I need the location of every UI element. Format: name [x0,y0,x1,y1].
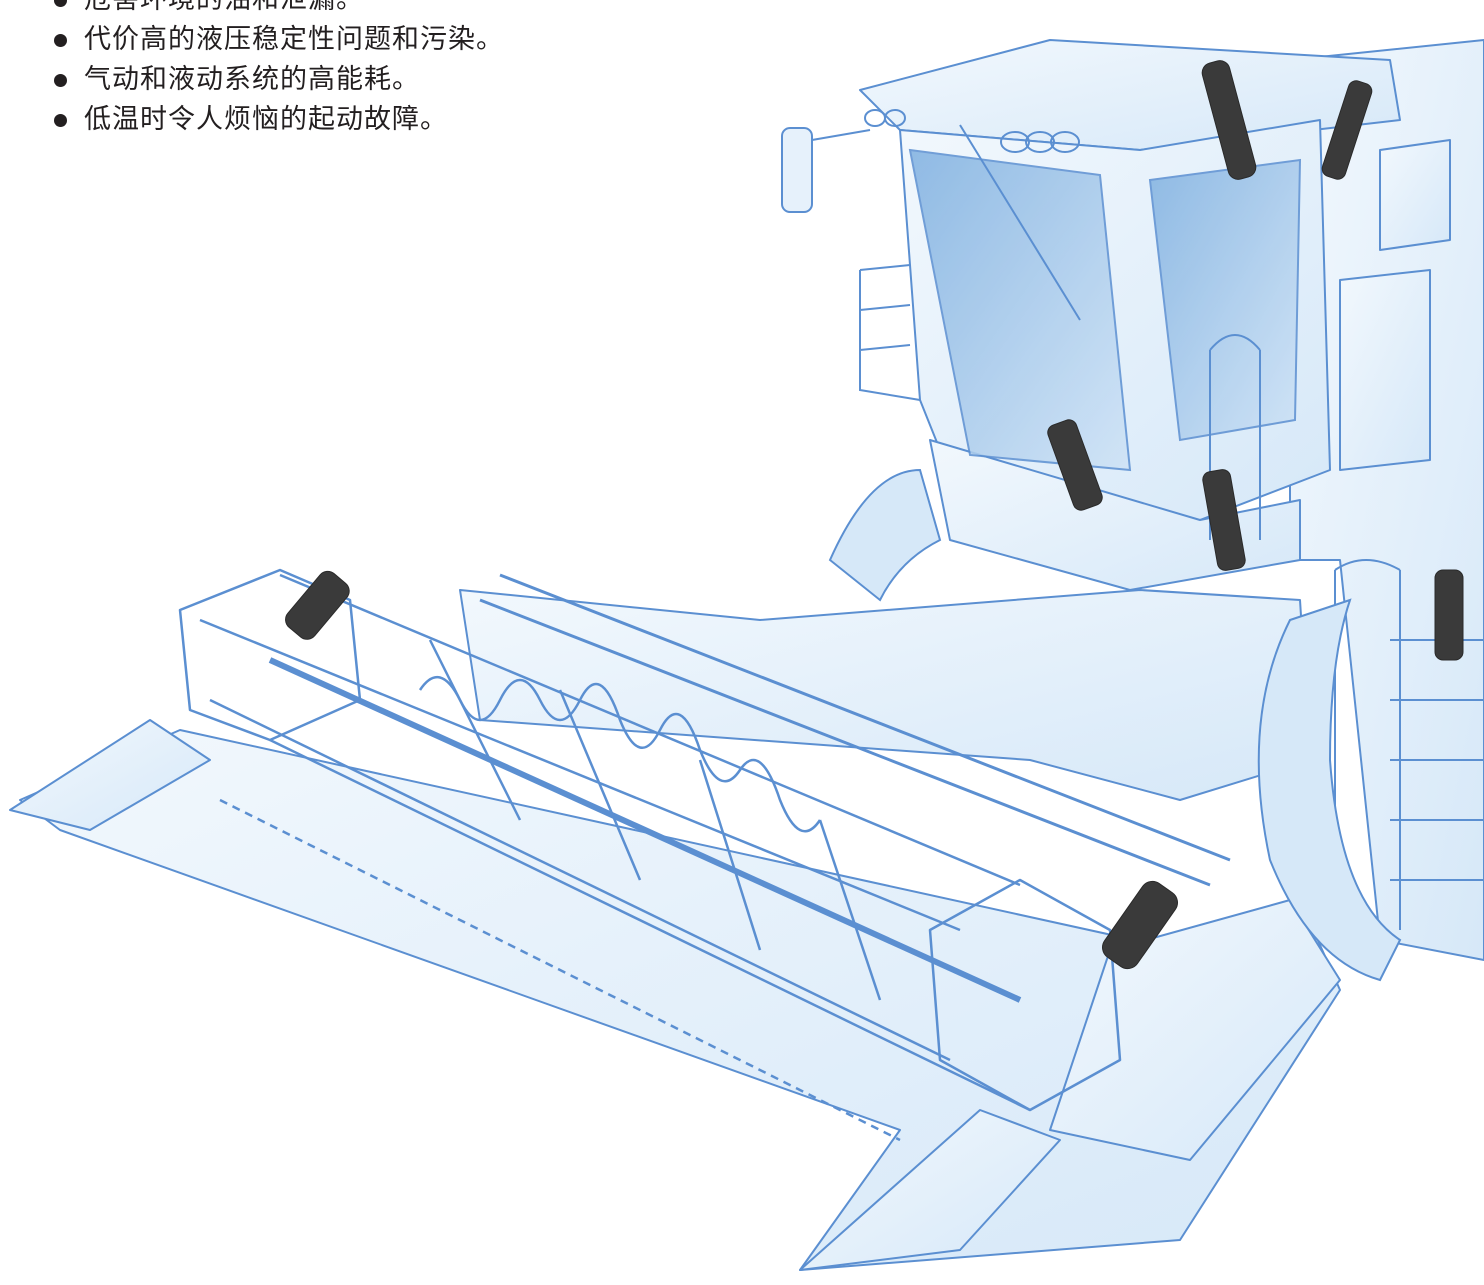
bullet-item: 气动和液动系统的高能耗。 [46,60,504,100]
actuator [285,570,350,640]
left-tire [828,468,942,602]
bullet-item: 代价高的液压稳定性问题和污染。 [46,20,504,60]
auger [418,675,822,833]
mirror [781,127,813,213]
bullet-dot-icon [54,0,67,7]
bullet-list: 危害环境的油和泄漏。 代价高的液压稳定性问题和污染。 气动和液动系统的高能耗。 … [46,0,504,140]
reel-tine-bar [279,573,1021,887]
feeder-rail [499,573,1231,862]
wiper [959,124,1081,321]
actuator [1202,469,1246,571]
light [884,109,906,127]
bullet-dot-icon [54,114,67,127]
right-divider [799,1109,1061,1271]
left-divider [9,719,211,831]
reel-spoke [428,639,882,1001]
bullet-text: 低温时令人烦恼的起动故障。 [84,104,448,135]
actuator [1321,80,1373,180]
bullet-dot-icon [54,34,67,47]
actuator [1434,569,1464,661]
reel-tine-bar [269,738,1031,1112]
bullet-dot-icon [54,74,67,87]
light [1050,131,1080,153]
light [1000,131,1030,153]
mirror-arm [811,129,871,141]
bullet-text: 气动和液动系统的高能耗。 [84,64,420,95]
reel-shaft [268,657,1022,1003]
cab-base [929,439,1301,591]
side-panel [1339,269,1431,471]
actuator [1201,60,1257,180]
light [864,109,886,127]
reel-tine-bar [199,618,961,932]
reel-end-right [928,878,1122,1112]
feeder-rail [479,598,1211,887]
side-panel [1379,139,1451,251]
cab-windshield [908,148,1132,472]
actuator [1102,880,1178,970]
feeder-house [459,589,1311,801]
cutter-bar [219,798,901,1142]
bullet-text: 代价高的液压稳定性问题和污染。 [84,24,504,55]
bullet-item: 危害环境的油和泄漏。 [46,0,504,20]
bullet-text: 危害环境的油和泄漏。 [84,0,364,15]
bullet-item: 低温时令人烦恼的起动故障。 [46,100,504,140]
reel-tine-bar [209,698,951,1062]
handrail [859,264,921,401]
light [1025,131,1055,153]
front-tire [1257,598,1402,982]
actuator [1047,419,1103,511]
